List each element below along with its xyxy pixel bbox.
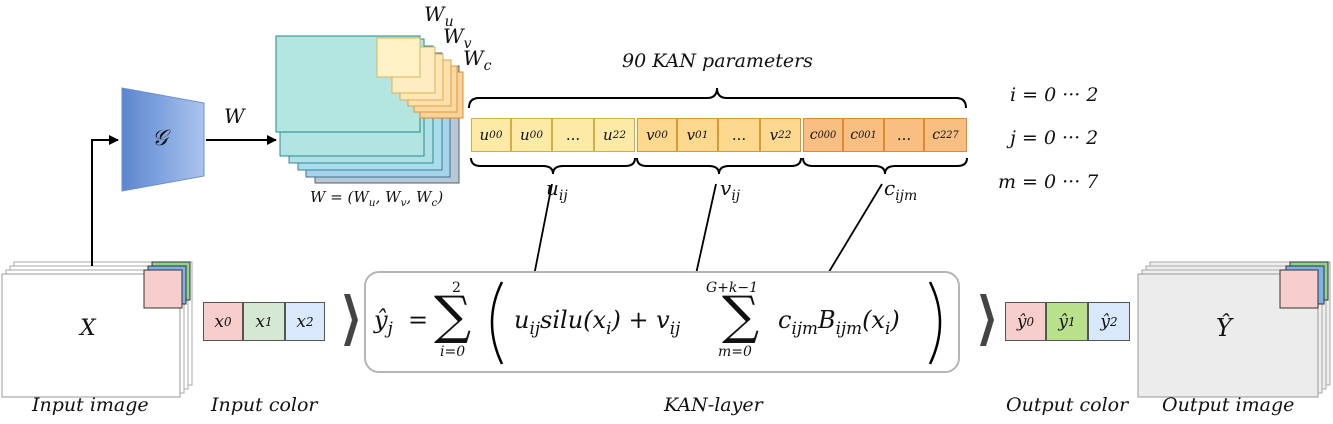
weight-stack xyxy=(275,35,464,184)
formula-sum1-bottom: i=0 xyxy=(440,344,466,360)
formula-equals: = xyxy=(408,306,429,334)
u-brace xyxy=(470,157,636,175)
input-color-swatch xyxy=(143,261,191,309)
formula-lhs: ŷj xyxy=(374,306,393,338)
c-brace-label: cijm xyxy=(884,176,918,204)
c-brace xyxy=(802,157,968,175)
input-chevron xyxy=(344,294,358,346)
formula-term1: uijsilu(xi) + vij xyxy=(514,306,681,338)
params-title: 90 KAN parameters xyxy=(622,50,813,72)
weight-label-u: Wu xyxy=(424,2,454,30)
param-cell-c-ellipsis: ... xyxy=(884,118,924,152)
formula-sum1-top: 2 xyxy=(452,280,461,296)
output-color-label: Output color xyxy=(1006,394,1129,416)
output-image-stack xyxy=(1137,261,1331,398)
weight-label-c: Wc xyxy=(463,46,492,74)
params-brace xyxy=(468,87,967,109)
generator-symbol: 𝒢 xyxy=(152,126,168,151)
generator-block xyxy=(121,87,205,192)
range-j: j = 0 ··· 2 xyxy=(1010,127,1099,149)
range-i: i = 0 ··· 2 xyxy=(1010,84,1099,106)
output-image-label: Output image xyxy=(1162,394,1295,416)
input-color-label: Input color xyxy=(211,394,318,416)
u-brace-label: uij xyxy=(546,176,568,204)
input-image-symbol: X xyxy=(80,316,96,341)
formula-sum2: ∑ xyxy=(722,286,760,346)
image-to-generator-arrow xyxy=(91,135,119,266)
range-m: m = 0 ··· 7 xyxy=(998,171,1099,193)
kan-layer-box xyxy=(364,271,960,373)
output-chevron xyxy=(980,294,994,346)
weight-label-v: Wv xyxy=(443,24,472,52)
input-image-label: Input image xyxy=(32,394,149,416)
param-cell-v-ellipsis: ... xyxy=(718,118,760,152)
right-paren xyxy=(928,281,942,365)
left-paren xyxy=(490,281,504,365)
formula-sum2-bottom: m=0 xyxy=(718,344,752,360)
v-brace-label: vij xyxy=(720,176,741,204)
formula-term2: cijmBijm(xi) xyxy=(778,306,900,338)
v-brace xyxy=(636,157,802,175)
param-cell-u-ellipsis: ... xyxy=(552,118,594,152)
output-color-swatch xyxy=(1279,261,1329,309)
generator-output-label: W xyxy=(224,104,245,128)
weights-caption: W = (Wu, Wv, Wc) xyxy=(310,188,444,209)
formula-sum1: ∑ xyxy=(434,286,472,346)
formula-sum2-top: G+k−1 xyxy=(706,280,759,296)
kan-layer-label: KAN-layer xyxy=(664,394,763,416)
output-image-symbol: Ŷ xyxy=(1216,314,1232,342)
